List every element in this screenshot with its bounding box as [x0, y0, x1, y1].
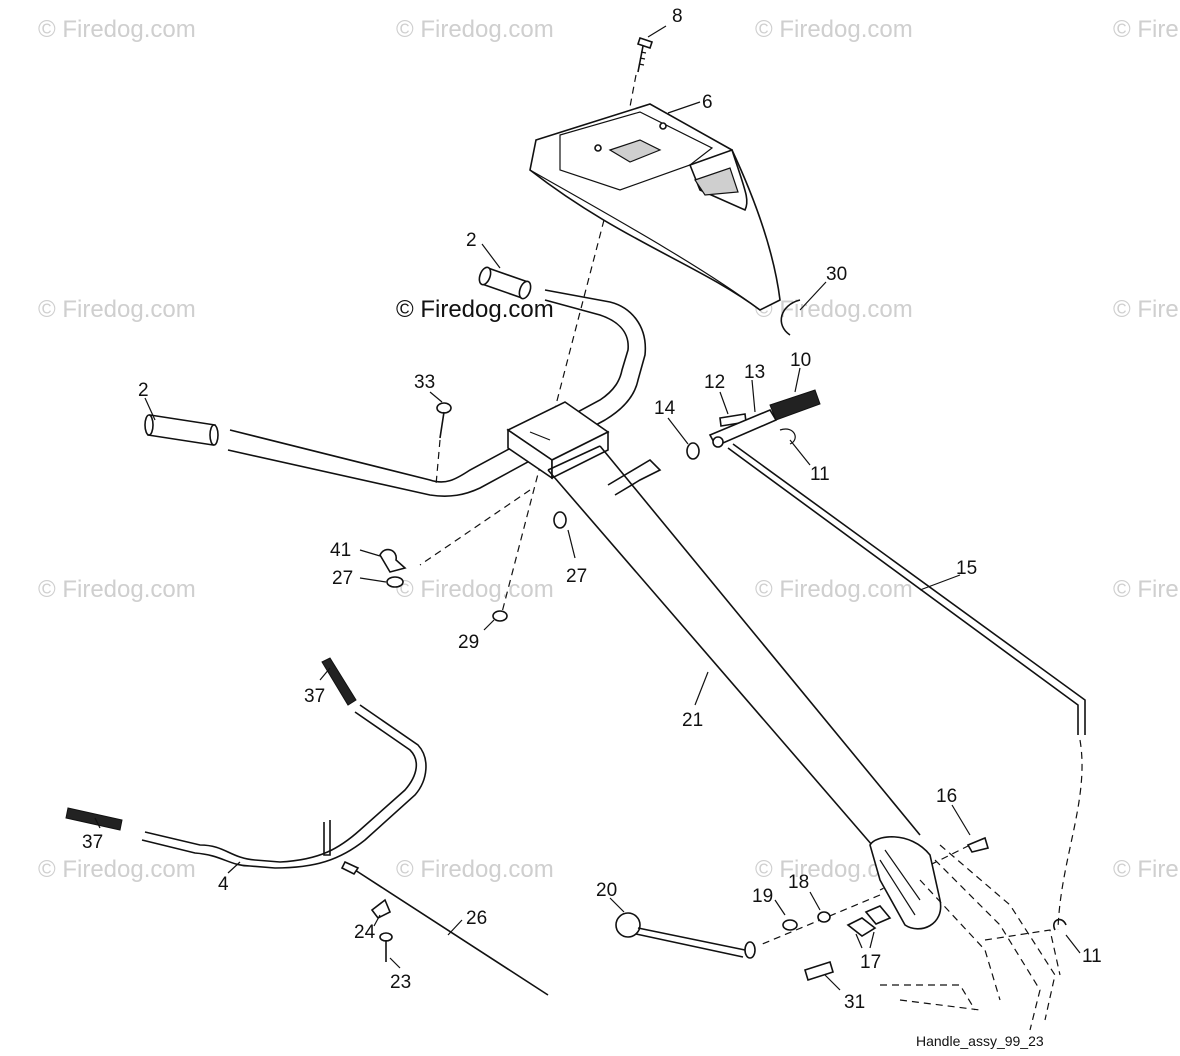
callout-29: 29 [458, 632, 479, 653]
callout-30: 30 [826, 264, 847, 285]
callout-20: 20 [596, 880, 617, 901]
grip-2-upper [478, 266, 532, 300]
figure-name: Handle_assy_99_23 [916, 1033, 1044, 1049]
watermark: © Firedog.com [755, 576, 913, 603]
callout-13: 13 [744, 362, 765, 383]
watermark: © Firedog.com [38, 296, 196, 323]
callout-37: 37 [304, 686, 325, 707]
watermark: © Fire [1113, 16, 1179, 43]
callout-2: 2 [138, 380, 149, 401]
watermark: © Firedog.com [38, 16, 196, 43]
control-rod-assembly [686, 389, 1086, 735]
watermark: © Firedog.com [38, 856, 196, 883]
callout-10: 10 [790, 350, 811, 371]
handle-bracket [506, 401, 610, 480]
callout-2: 2 [466, 230, 477, 251]
callout-4: 4 [218, 874, 229, 895]
callout-27: 27 [332, 568, 353, 589]
watermark: © Fire [1113, 296, 1179, 323]
grip-2-left [144, 414, 219, 446]
callout-11: 11 [810, 464, 830, 485]
callout-17: 17 [860, 952, 881, 973]
cable-26 [340, 860, 549, 996]
callout-6: 6 [702, 92, 713, 113]
main-tube-21 [547, 445, 942, 930]
tiller-frame-outline [880, 844, 1061, 1031]
callout-23: 23 [390, 972, 411, 993]
watermark: © Fire [1113, 856, 1179, 883]
clip-30 [780, 299, 801, 336]
callout-15: 15 [956, 558, 977, 579]
callout-14: 14 [654, 398, 676, 419]
callout-8: 8 [672, 6, 683, 27]
fasteners-right [782, 836, 1067, 982]
callout-31: 31 [844, 992, 865, 1013]
callout-21: 21 [682, 710, 703, 731]
callout-41: 41 [330, 540, 351, 561]
shift-lever-20 [615, 912, 756, 959]
callout-11: 11 [1082, 946, 1102, 967]
bail-assembly-4 [65, 657, 427, 869]
body-watermark: © Firedog.com [396, 296, 554, 323]
callout-27: 27 [566, 566, 587, 587]
handlebar [227, 289, 647, 497]
callout-33: 33 [414, 372, 435, 393]
callout-16: 16 [936, 786, 957, 807]
screw-8 [636, 36, 654, 73]
console-cover [529, 103, 781, 311]
callout-12: 12 [704, 372, 725, 393]
callout-labels: 8 6 2 30 2 33 12 13 10 14 11 41 27 27 15… [82, 6, 1102, 1013]
watermark: © Firedog.com [396, 16, 554, 43]
carriage-bolt-33 [436, 402, 452, 439]
fasteners-left [379, 511, 567, 622]
callout-24: 24 [354, 922, 376, 943]
watermark: © Firedog.com [396, 856, 554, 883]
leader-lines [94, 25, 1081, 991]
callout-19: 19 [752, 886, 773, 907]
callout-37: 37 [82, 832, 103, 853]
watermark: © Firedog.com [396, 576, 554, 603]
callout-26: 26 [466, 908, 487, 929]
callout-18: 18 [788, 872, 809, 893]
watermark: © Firedog.com [755, 16, 913, 43]
watermark: © Firedog.com [38, 576, 196, 603]
watermark: © Fire [1113, 576, 1179, 603]
watermark-layer: © Firedog.com © Firedog.com © Firedog.co… [38, 16, 1179, 883]
